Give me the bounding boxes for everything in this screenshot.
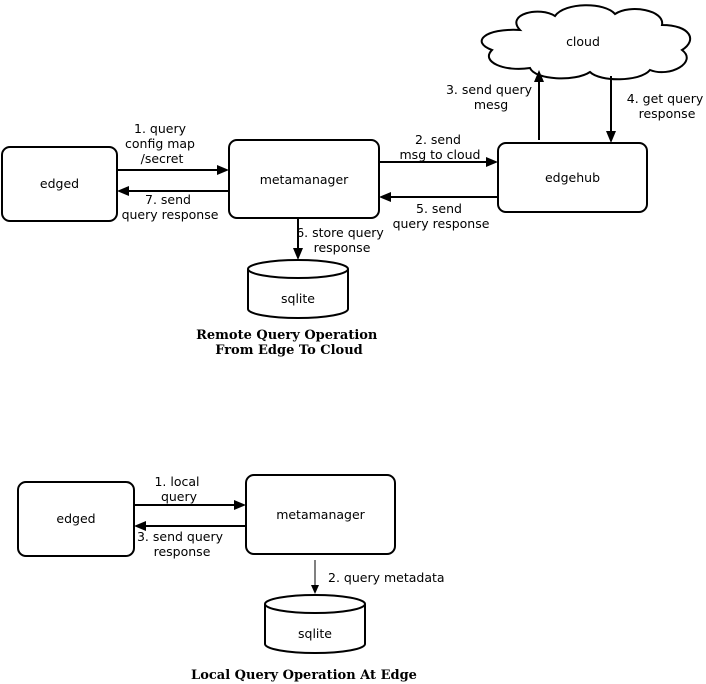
arrowhead [234, 500, 246, 510]
local-query-diagram: edged metamanager sqlite 1. local query [17, 474, 445, 683]
local-edge-1-query: 1. local query [134, 474, 246, 510]
arrowhead [606, 131, 616, 143]
arrowhead [293, 248, 303, 260]
local-edged-node: edged [17, 481, 135, 557]
local-sqlite-top [264, 594, 366, 614]
remote-caption: Remote Query Operation From Edge To Clou… [196, 328, 382, 358]
local-edged-box [17, 481, 135, 557]
edge-2-label: 2. send msg to cloud [400, 132, 481, 162]
arrowhead [134, 521, 146, 531]
edge-3-label: 3. send query mesg [446, 82, 536, 112]
local-edge-2-query-metadata: 2. query metadata [311, 560, 445, 594]
edge-1-label: 1. query config map /secret [125, 121, 199, 166]
edge-6-label: 6. store query response [296, 225, 388, 255]
edgehub-node: edgehub [497, 142, 648, 213]
edgehub-label: edgehub [545, 170, 600, 185]
edge-5-label: 5. send query response [393, 201, 490, 231]
edge-2-send-msg: 2. send msg to cloud [379, 132, 498, 167]
arrowhead [534, 70, 544, 82]
edge-5-send-response: 5. send query response [379, 192, 498, 231]
arrowhead [217, 165, 229, 175]
cloud-shape [480, 4, 692, 81]
edge-3-send-query: 3. send query mesg [446, 70, 544, 140]
edge-6-store-response: 6. store query response [293, 218, 388, 260]
local-sqlite-node: sqlite [264, 594, 366, 654]
local-metamanager-label: metamanager [276, 507, 365, 522]
local-edge-1-label: 1. local query [154, 474, 203, 504]
arrowhead [117, 186, 129, 196]
local-edge-3-send-response: 3. send query response [134, 521, 246, 559]
edge-7-label: 7. send query response [122, 192, 219, 222]
sqlite-label: sqlite [281, 291, 315, 306]
edge-1-query: 1. query config map /secret [117, 121, 229, 175]
edged-label: edged [40, 176, 79, 191]
arrowhead [486, 157, 498, 167]
local-metamanager-box [245, 474, 396, 555]
arrowhead [311, 585, 319, 594]
local-caption: Local Query Operation At Edge [191, 668, 417, 683]
metamanager-box [228, 139, 380, 219]
sqlite-top [247, 259, 349, 279]
edge-7-send-response: 7. send query response [117, 186, 229, 222]
local-edge-2-label: 2. query metadata [328, 570, 445, 585]
sqlite-body [247, 269, 349, 319]
edge-4-get-response: 4. get query response [606, 76, 706, 143]
local-edged-label: edged [56, 511, 95, 526]
edge-4-label: 4. get query response [627, 91, 706, 121]
edgehub-box [497, 142, 648, 213]
local-sqlite-body [264, 604, 366, 654]
cloud-label: cloud [566, 34, 600, 49]
local-metamanager-node: metamanager [245, 474, 396, 555]
edged-box [1, 146, 118, 222]
edged-node: edged [1, 146, 118, 222]
cloud-node: cloud [480, 4, 692, 81]
arrowhead [379, 192, 391, 202]
remote-query-diagram: cloud edged metamanager edgehub sqlite [1, 4, 706, 358]
metamanager-node: metamanager [228, 139, 380, 219]
local-edge-3-label: 3. send query response [137, 529, 227, 559]
local-sqlite-label: sqlite [298, 626, 332, 641]
metamanager-label: metamanager [260, 172, 349, 187]
sqlite-node: sqlite [247, 259, 349, 319]
